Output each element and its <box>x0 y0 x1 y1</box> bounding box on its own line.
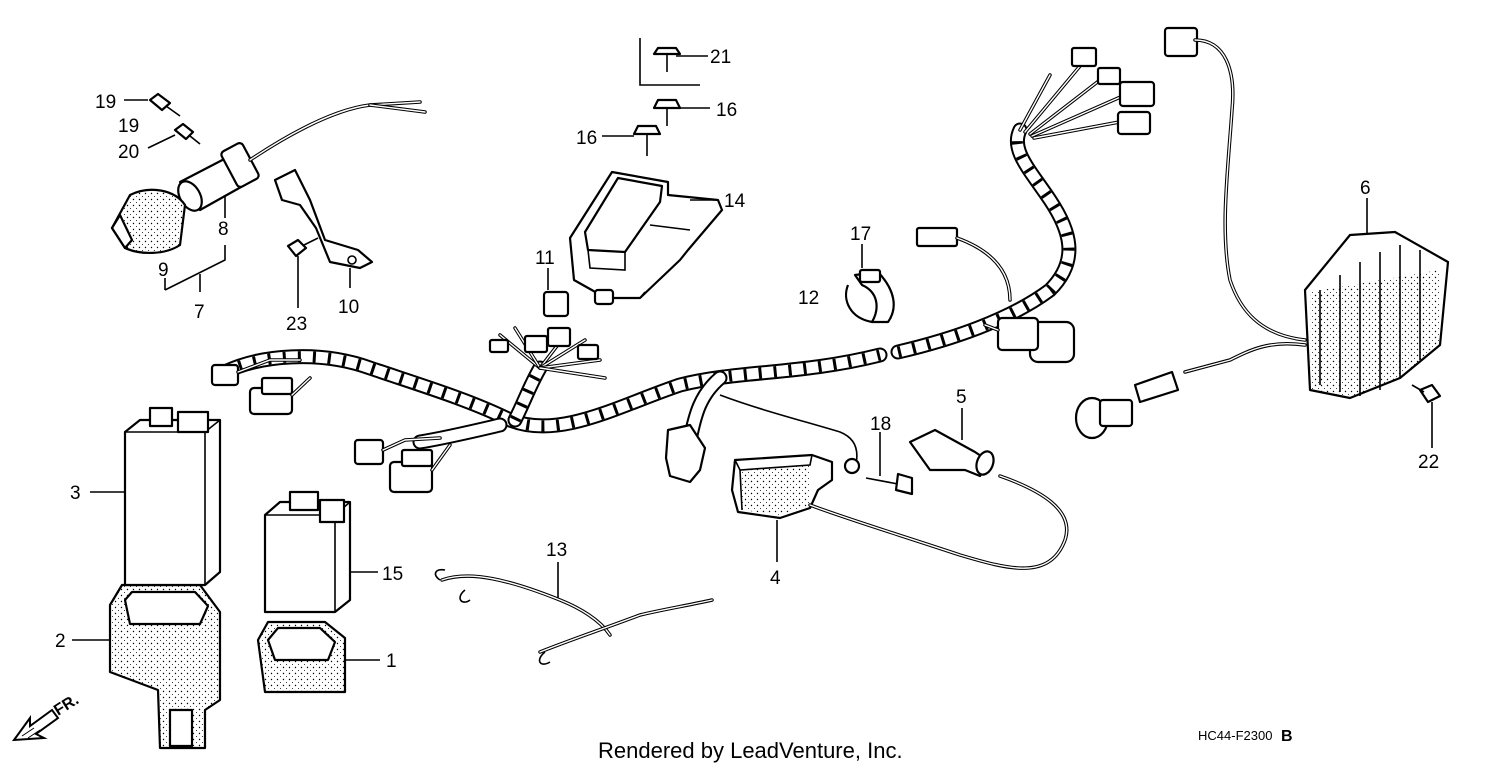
callout-6[interactable]: 6 <box>1360 178 1371 199</box>
part-22-bolt[interactable] <box>1411 383 1442 448</box>
part-3-control-unit[interactable] <box>90 406 222 587</box>
callout-19-upper[interactable]: 19 <box>95 92 116 113</box>
front-direction-arrow <box>11 708 60 742</box>
part-16-bolt-lower[interactable] <box>602 124 662 156</box>
part-11-connector[interactable] <box>542 268 570 318</box>
part-10-bracket[interactable] <box>273 168 374 288</box>
part-9-cap[interactable] <box>110 188 187 254</box>
callout-22[interactable]: 22 <box>1418 452 1439 473</box>
callout-15[interactable]: 15 <box>382 564 403 585</box>
callout-16-upper[interactable]: 16 <box>716 100 737 121</box>
part-6-regulator-rectifier[interactable] <box>1074 38 1450 440</box>
part-7-bracket-line <box>164 245 226 292</box>
part-8-coil[interactable] <box>173 100 427 218</box>
rendered-by-caption: Rendered by LeadVenture, Inc. <box>598 738 903 763</box>
callout-23[interactable]: 23 <box>286 314 307 335</box>
callout-5[interactable]: 5 <box>956 387 967 408</box>
callout-12[interactable]: 12 <box>798 288 819 309</box>
part-4-ignition-coil[interactable] <box>664 394 1069 570</box>
callout-4[interactable]: 4 <box>770 568 781 589</box>
part-19-bolt-a[interactable] <box>124 92 181 117</box>
callout-10[interactable]: 10 <box>338 297 359 318</box>
callout-13[interactable]: 13 <box>546 540 567 561</box>
part-5-plug-cap[interactable] <box>908 408 997 478</box>
harness-connector-left-upper <box>210 358 312 416</box>
callout-18[interactable]: 18 <box>870 414 891 435</box>
callout-11[interactable]: 11 <box>535 248 555 269</box>
harness-connector-mid-right <box>915 226 1076 364</box>
part-20-bolt[interactable] <box>147 134 176 149</box>
harness-connector-top-right <box>1018 26 1199 140</box>
callout-20[interactable]: 20 <box>118 142 139 163</box>
harness-connector-left-lower <box>353 436 452 494</box>
callout-17[interactable]: 17 <box>850 224 871 245</box>
callout-8[interactable]: 8 <box>218 219 229 240</box>
harness-connector-cluster <box>488 326 607 380</box>
diagram-code: HC44-F2300 <box>1198 728 1272 743</box>
callout-19-lower[interactable]: 19 <box>118 116 139 137</box>
part-21-bolt[interactable] <box>639 38 708 86</box>
part-18-bolt[interactable] <box>865 432 914 496</box>
callout-14[interactable]: 14 <box>724 191 746 212</box>
part-2-rubber-holder[interactable] <box>72 583 222 750</box>
part-15-relay[interactable] <box>263 490 378 614</box>
callout-2[interactable]: 2 <box>55 631 66 652</box>
callout-7[interactable]: 7 <box>194 302 205 323</box>
callout-21[interactable]: 21 <box>710 47 731 68</box>
part-13-sub-harness[interactable] <box>434 562 714 665</box>
part-1-rubber-cover[interactable] <box>256 620 380 694</box>
part-14-fuse-box[interactable] <box>568 170 724 306</box>
callout-9[interactable]: 9 <box>158 260 169 281</box>
diagram-code-suffix: B <box>1281 728 1293 745</box>
callout-1[interactable]: 1 <box>386 651 397 672</box>
part-16-bolt-upper[interactable] <box>652 98 710 126</box>
part-19-bolt-b[interactable] <box>173 122 201 145</box>
callout-16-lower[interactable]: 16 <box>576 128 597 149</box>
part-17-clamp[interactable] <box>845 244 895 324</box>
callout-3[interactable]: 3 <box>70 483 81 504</box>
part-23-bolt[interactable] <box>286 237 319 308</box>
